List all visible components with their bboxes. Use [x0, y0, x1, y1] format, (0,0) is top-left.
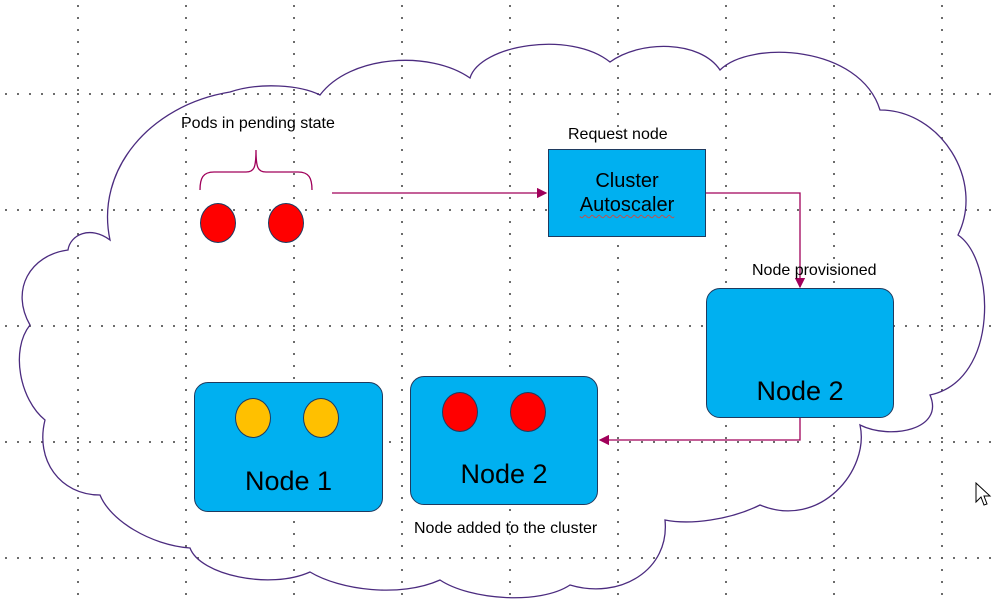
node2-pod-2 [510, 392, 546, 432]
pending-pods-brace [199, 149, 313, 191]
node2-provisioned-box: Node 2 [706, 288, 894, 418]
autoscaler-label-line2: Autoscaler [579, 194, 675, 216]
mouse-cursor-icon [975, 482, 992, 506]
node2-pod-1 [442, 392, 478, 432]
node1-box: Node 1 [194, 382, 383, 512]
running-pod-2 [303, 398, 339, 438]
pending-pod-2 [268, 203, 304, 243]
node-provisioned-label: Node provisioned [752, 262, 877, 279]
autoscaler-label-line1: Cluster [595, 170, 659, 192]
node2-provisioned-label: Node 2 [756, 376, 844, 406]
arrow-node-added [598, 418, 801, 446]
cluster-autoscaler-box: Cluster Autoscaler [548, 149, 706, 237]
cloud-outline [18, 43, 986, 599]
node2-added-label: Node 2 [460, 459, 548, 489]
request-node-label: Request node [568, 126, 668, 143]
node1-label: Node 1 [244, 466, 333, 496]
node-added-label: Node added to the cluster [414, 520, 598, 537]
arrow-node-provisioned [706, 192, 806, 289]
pending-pod-1 [200, 203, 236, 243]
running-pod-1 [235, 398, 271, 438]
node2-added-box: Node 2 [410, 376, 598, 505]
pods-pending-label: Pods in pending state [181, 115, 335, 132]
